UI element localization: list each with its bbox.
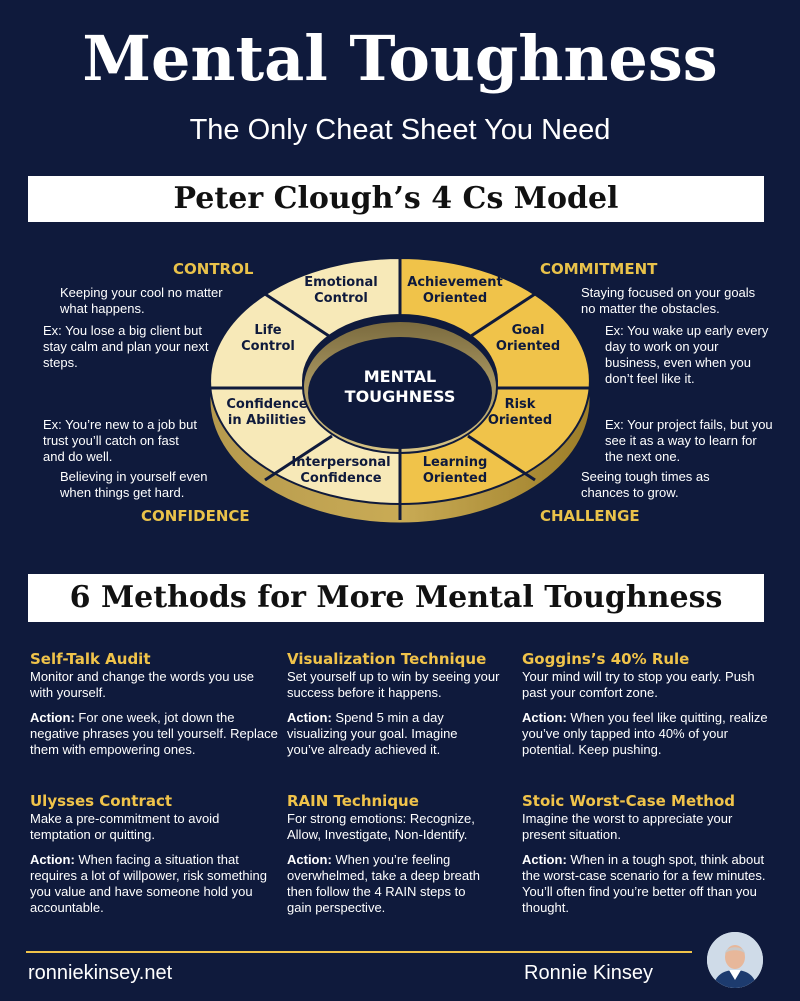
method-desc: Your mind will try to stop you early. Pu… (522, 669, 755, 700)
segment-emotional-control-l2: Control (314, 291, 368, 306)
segment-interpersonal-l1: Interpersonal (291, 455, 390, 470)
method-desc: Monitor and change the words you use wit… (30, 669, 255, 700)
segment-abilities-l2: in Abilities (228, 413, 306, 428)
action-label: Action: (287, 710, 332, 725)
segment-life-control-l1: Life (254, 323, 281, 338)
method-desc: Make a pre-commitment to avoid temptatio… (30, 811, 220, 842)
page-title: Mental Toughness (82, 22, 718, 95)
segment-learning-l2: Oriented (423, 471, 487, 486)
segment-achievement-l2: Oriented (423, 291, 487, 306)
website-link[interactable]: ronniekinsey.net (28, 962, 173, 984)
center-label-l1: MENTAL (364, 367, 437, 386)
segment-emotional-control-l1: Emotional (304, 275, 377, 290)
method-title: RAIN Technique (287, 792, 419, 810)
action-text: When you feel like quitting, realize you… (522, 710, 768, 757)
action-label: Action: (287, 852, 332, 867)
control-example: Ex: You lose a big client but stay calm … (43, 323, 209, 370)
method-desc: For strong emotions: Recognize, Allow, I… (287, 811, 475, 842)
commitment-example: Ex: You wake up early every day to work … (605, 323, 769, 386)
center-label-l2: TOUGHNESS (345, 387, 456, 406)
method-title: Visualization Technique (287, 650, 487, 668)
action-text: When facing a situation that requires a … (30, 852, 267, 915)
action-text: When in a tough spot, think about the wo… (522, 852, 766, 915)
method-desc: Imagine the worst to appreciate your pre… (522, 811, 733, 842)
method-action: Action: For one week, jot down the negat… (30, 710, 280, 758)
model-banner: Peter Clough’s 4 Cs Model (28, 176, 764, 222)
segment-goal-l2: Oriented (496, 339, 560, 354)
commitment-desc: Staying focused on your goals no matter … (581, 285, 756, 316)
segment-life-control-l2: Control (241, 339, 295, 354)
method-action: Action: When facing a situation that req… (30, 852, 270, 916)
challenge-example: Ex: Your project fails, but you see it a… (605, 417, 773, 464)
segment-achievement-l1: Achievement (407, 275, 502, 290)
method-action: Action: When you feel like quitting, rea… (522, 710, 772, 758)
control-desc: Keeping your cool no matter what happens… (60, 285, 223, 316)
method-title: Ulysses Contract (30, 792, 173, 810)
action-text: When you’re feeling overwhelmed, take a … (287, 852, 480, 915)
author-name: Ronnie Kinsey (524, 962, 653, 984)
method-action: Action: When in a tough spot, think abou… (522, 852, 767, 916)
challenge-desc: Seeing tough times as chances to grow. (581, 469, 710, 500)
action-label: Action: (30, 710, 75, 725)
action-text: For one week, jot down the negative phra… (30, 710, 278, 757)
method-title: Self-Talk Audit (30, 650, 151, 668)
action-label: Action: (522, 852, 567, 867)
author-avatar (707, 932, 763, 988)
method-title: Goggins’s 40% Rule (522, 650, 690, 668)
action-label: Action: (522, 710, 567, 725)
methods-banner: 6 Methods for More Mental Toughness (28, 574, 764, 622)
person-icon (707, 932, 763, 988)
segment-goal-l1: Goal (512, 323, 545, 338)
segment-abilities-l1: Confidence (226, 397, 307, 412)
segment-learning-l1: Learning (423, 455, 488, 470)
method-title: Stoic Worst-Case Method (522, 792, 736, 810)
confidence-heading: CONFIDENCE (141, 507, 250, 525)
confidence-desc: Believing in yourself even when things g… (60, 469, 208, 500)
control-heading: CONTROL (173, 260, 254, 278)
four-cs-wheel: Emotional Control Achievement Oriented L… (209, 256, 591, 524)
method-action: Action: When you’re feeling overwhelmed,… (287, 852, 487, 916)
action-text: Spend 5 min a day visualizing your goal.… (287, 710, 458, 757)
confidence-example: Ex: You’re new to a job but trust you’ll… (43, 417, 197, 464)
page-subtitle: The Only Cheat Sheet You Need (189, 114, 611, 146)
footer-divider (26, 951, 692, 953)
method-action: Action: Spend 5 min a day visualizing yo… (287, 710, 487, 758)
segment-interpersonal-l2: Confidence (300, 471, 381, 486)
method-desc: Set yourself up to win by seeing your su… (287, 669, 500, 700)
segment-risk-l1: Risk (505, 397, 536, 412)
action-label: Action: (30, 852, 75, 867)
segment-risk-l2: Oriented (488, 413, 552, 428)
challenge-heading: CHALLENGE (540, 507, 640, 525)
commitment-heading: COMMITMENT (540, 260, 658, 278)
